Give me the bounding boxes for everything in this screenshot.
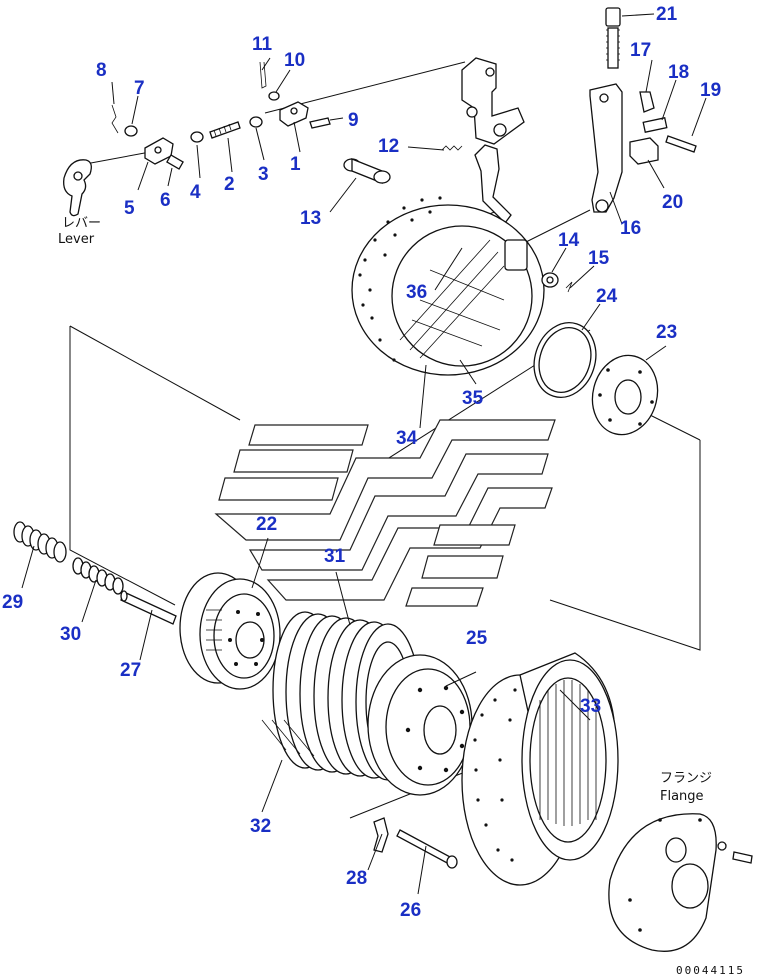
callout-6: 6 [160, 190, 171, 211]
callout-17: 17 [630, 40, 651, 61]
callout-10: 10 [284, 50, 305, 71]
callout-labels: 1 2 3 4 5 6 7 8 9 10 11 12 13 14 15 16 1… [2, 4, 721, 921]
lever-caption-en: Lever [58, 232, 95, 247]
callout-11: 11 [252, 34, 273, 55]
brake-bracket-part [461, 57, 525, 145]
arm-link-part [441, 144, 512, 224]
outer-drum-hole-pattern [473, 688, 517, 862]
spring-29 [13, 521, 67, 563]
pin-part [343, 158, 391, 184]
callout-19: 19 [700, 80, 721, 101]
callout-14: 14 [558, 230, 580, 251]
callout-5: 5 [124, 198, 135, 219]
callout-2: 2 [224, 174, 235, 195]
callout-15: 15 [588, 248, 610, 269]
callout-18: 18 [668, 62, 689, 83]
drawing-reference-code: 00044115 [676, 964, 745, 977]
lock-plate-and-bolt [373, 817, 458, 869]
callout-36: 36 [406, 282, 427, 303]
brake-band-assembly [351, 196, 545, 376]
callout-26: 26 [400, 900, 421, 921]
snap-ring-part [533, 322, 597, 398]
outer-drum-part [461, 652, 619, 886]
callout-23: 23 [656, 322, 677, 343]
lever-caption-jp: レバー [62, 216, 101, 231]
callout-21: 21 [656, 4, 678, 25]
springs-and-shaft [13, 521, 177, 625]
callout-29: 29 [2, 592, 23, 613]
callout-30: 30 [60, 624, 81, 645]
callout-28: 28 [346, 868, 367, 889]
seal-plate-part [591, 354, 659, 436]
flange-caption-en: Flange [660, 789, 704, 804]
callout-4: 4 [190, 182, 201, 203]
callout-20: 20 [662, 192, 683, 213]
leader-lines [21, 13, 707, 895]
callout-34: 34 [396, 428, 418, 449]
adjuster-rod-group [589, 7, 697, 213]
pressure-plate-part [367, 654, 473, 796]
callout-9: 9 [348, 110, 359, 131]
drum-hole-pattern [358, 196, 442, 362]
small-hardware-group [111, 61, 331, 170]
callout-31: 31 [324, 546, 346, 567]
callout-1: 1 [290, 154, 301, 175]
callout-32: 32 [250, 816, 271, 837]
callout-33: 33 [580, 696, 601, 717]
lever-part [63, 159, 92, 217]
callout-13: 13 [300, 208, 321, 229]
callout-25: 25 [466, 628, 488, 649]
callout-12: 12 [378, 136, 399, 157]
callout-24: 24 [596, 286, 618, 307]
callout-35: 35 [462, 388, 484, 409]
watermark-logo-graphic [214, 419, 556, 607]
flange-caption-jp: フランジ [660, 771, 712, 786]
callout-3: 3 [258, 164, 269, 185]
flange-part [608, 813, 753, 952]
callout-16: 16 [620, 218, 641, 239]
callout-27: 27 [120, 660, 141, 681]
washer-and-pin [541, 272, 573, 293]
spring-30 [72, 557, 124, 595]
clutch-hub-part [179, 572, 281, 690]
callout-7: 7 [134, 78, 145, 99]
callout-8: 8 [96, 60, 107, 81]
callout-22: 22 [256, 514, 277, 535]
